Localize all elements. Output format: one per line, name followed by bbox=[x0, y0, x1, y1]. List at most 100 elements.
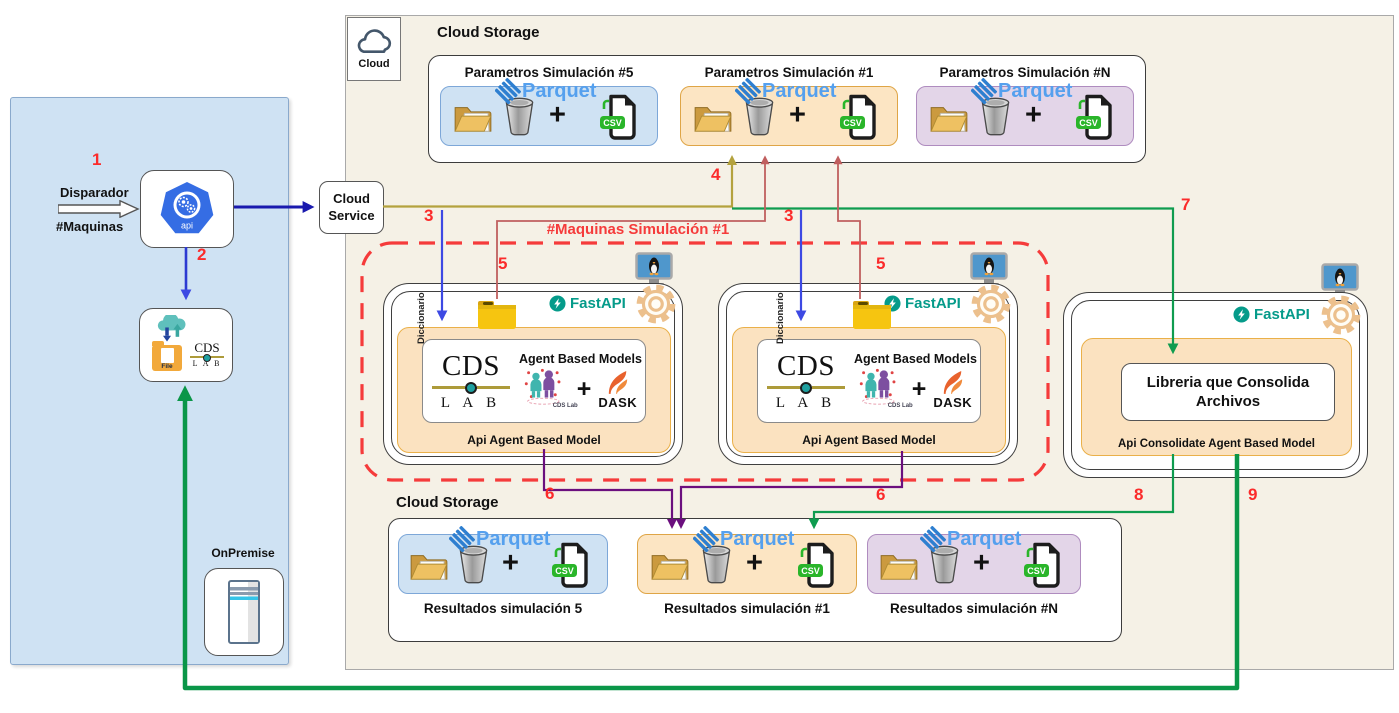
api-label: Api Consolidate Agent Based Model bbox=[1117, 438, 1315, 450]
trigger-block-arrow bbox=[58, 200, 140, 218]
parquet-diamond-icon bbox=[693, 526, 719, 552]
step-2-label: 2 bbox=[197, 245, 207, 264]
cds-lab-logo: CDS L A B bbox=[432, 351, 510, 411]
cds-lab-logo: CDS L A B bbox=[767, 351, 845, 411]
step-5-label: 5 bbox=[498, 254, 508, 273]
parquet-bucket: + Parquet bbox=[916, 86, 1134, 146]
gear-icon bbox=[1318, 292, 1364, 338]
gear-icon bbox=[633, 281, 679, 327]
parquet-logo: Parquet bbox=[449, 526, 550, 552]
dask-logo: DASK bbox=[598, 369, 637, 410]
parquet-bucket: + Parquet bbox=[637, 534, 857, 594]
step-7-label: 7 bbox=[1181, 195, 1191, 214]
abm-title: Agent Based Models bbox=[854, 352, 977, 366]
api-agent-container: CDS L A B Agent Based Models CDS Lab + bbox=[732, 327, 1006, 453]
cds-lab-mini-logo: CDS L A B bbox=[190, 341, 224, 368]
cloud-icon bbox=[354, 28, 394, 56]
file-transfer-box: File CDS L A B bbox=[139, 308, 233, 382]
api-label: Api Agent Based Model bbox=[467, 433, 601, 447]
server-icon bbox=[223, 579, 265, 645]
plus-sign: + bbox=[1025, 99, 1042, 131]
parquet-diamond-icon bbox=[971, 78, 997, 104]
file-folder-icon: File bbox=[152, 341, 182, 371]
cloud-storage-heading-top: Cloud Storage bbox=[437, 24, 540, 41]
csv-file-icon bbox=[1075, 93, 1115, 141]
dask-logo: DASK bbox=[933, 369, 972, 410]
onpremise-server-box bbox=[204, 568, 284, 656]
diccionario-edge-label: Diccionario bbox=[416, 292, 427, 344]
yellow-folder-icon bbox=[477, 298, 517, 330]
fastapi-logo: FastAPI bbox=[1233, 306, 1310, 323]
parquet-bucket: + Parquet bbox=[680, 86, 898, 146]
maquinas-cluster-label: #Maquinas Simulación #1 bbox=[546, 221, 730, 238]
trigger-label: Disparador bbox=[60, 185, 129, 200]
step-6-label: 6 bbox=[545, 484, 555, 503]
plus-sign: + bbox=[973, 547, 990, 579]
cds-dot bbox=[800, 381, 812, 394]
csv-file-icon bbox=[839, 93, 879, 141]
folder-icon bbox=[650, 550, 690, 582]
step-3-label: 3 bbox=[424, 206, 434, 225]
cloud-badge-label: Cloud bbox=[358, 58, 390, 70]
cloud-sync-icon bbox=[154, 315, 190, 342]
plus-sign: + bbox=[502, 547, 519, 579]
simulation-machine-2: FastAPI CDS L A B Agent Based Models CDS… bbox=[718, 283, 1018, 465]
simulation-machine-1: FastAPI CDS L A B Agent Based Models CDS… bbox=[383, 283, 683, 465]
yellow-folder-icon bbox=[852, 298, 892, 330]
parquet-diamond-icon bbox=[449, 526, 475, 552]
step-1-label: 1 bbox=[92, 150, 102, 169]
agents-icon bbox=[859, 368, 905, 405]
parquet-logo: Parquet bbox=[495, 78, 596, 104]
step-5-label: 5 bbox=[876, 254, 886, 273]
file-folder-label: File bbox=[161, 363, 173, 370]
dask-flame-icon bbox=[942, 369, 964, 395]
parquet-logo: Parquet bbox=[693, 526, 794, 552]
storage-item-title: Resultados simulación 5 bbox=[423, 601, 583, 616]
dask-flame-icon bbox=[607, 369, 629, 395]
csv-file-icon bbox=[599, 93, 639, 141]
parquet-diamond-icon bbox=[735, 78, 761, 104]
parametros-sim-1: Parametros Simulación #1 + Parquet bbox=[680, 62, 898, 146]
diccionario-edge-label: Diccionario bbox=[775, 292, 786, 344]
agents-icon bbox=[524, 368, 570, 405]
onpremise-label: OnPremise bbox=[211, 546, 275, 560]
api-consolidate-container: Libreria que Consolida Archivos Api Cons… bbox=[1081, 338, 1352, 456]
step-8-label: 8 bbox=[1134, 485, 1144, 504]
storage-item-title: Parametros Simulación #5 bbox=[464, 65, 634, 80]
plus-sign: + bbox=[789, 99, 806, 131]
parquet-logo: Parquet bbox=[971, 78, 1072, 104]
plus-sign: + bbox=[576, 374, 592, 403]
step-4-label: 4 bbox=[711, 165, 721, 184]
abm-card: CDS L A B Agent Based Models CDS Lab + bbox=[757, 339, 981, 423]
folder-icon bbox=[879, 550, 919, 582]
api-label: Api Agent Based Model bbox=[802, 433, 936, 447]
csv-file-icon bbox=[1023, 541, 1063, 589]
cloud-storage-heading-bottom: Cloud Storage bbox=[396, 494, 499, 511]
folder-icon bbox=[409, 550, 449, 582]
folder-icon bbox=[693, 102, 733, 134]
cloud-service-box: Cloud Service bbox=[319, 181, 384, 234]
resultados-sim-5: + Parquet Resultados simulación 5 bbox=[398, 534, 608, 622]
parquet-logo: Parquet bbox=[735, 78, 836, 104]
parquet-bucket: + Parquet bbox=[398, 534, 608, 594]
step-3-label: 3 bbox=[784, 206, 794, 225]
cds-mini-label: CDS Lab bbox=[552, 403, 578, 409]
parquet-diamond-icon bbox=[920, 526, 946, 552]
storage-item-title: Parametros Simulación #N bbox=[939, 65, 1111, 80]
parquet-diamond-icon bbox=[495, 78, 521, 104]
abm-title: Agent Based Models bbox=[519, 352, 642, 366]
fastapi-logo: FastAPI bbox=[884, 295, 961, 312]
kubernetes-api-box bbox=[140, 170, 234, 248]
api-agent-container: CDS L A B Agent Based Models CDS Lab + bbox=[397, 327, 671, 453]
cloud-badge: Cloud bbox=[347, 17, 401, 81]
consolidator-library-box: Libreria que Consolida Archivos bbox=[1121, 363, 1335, 421]
plus-sign: + bbox=[746, 547, 763, 579]
step-6-label: 6 bbox=[876, 485, 886, 504]
storage-item-title: Parametros Simulación #1 bbox=[704, 65, 874, 80]
parquet-bucket: + Parquet bbox=[440, 86, 658, 146]
storage-item-title: Resultados simulación #N bbox=[889, 601, 1059, 616]
parametros-sim-n: Parametros Simulación #N + Parquet bbox=[916, 62, 1134, 146]
fastapi-bolt-icon bbox=[549, 295, 566, 312]
storage-item-title: Resultados simulación #1 bbox=[664, 601, 830, 616]
